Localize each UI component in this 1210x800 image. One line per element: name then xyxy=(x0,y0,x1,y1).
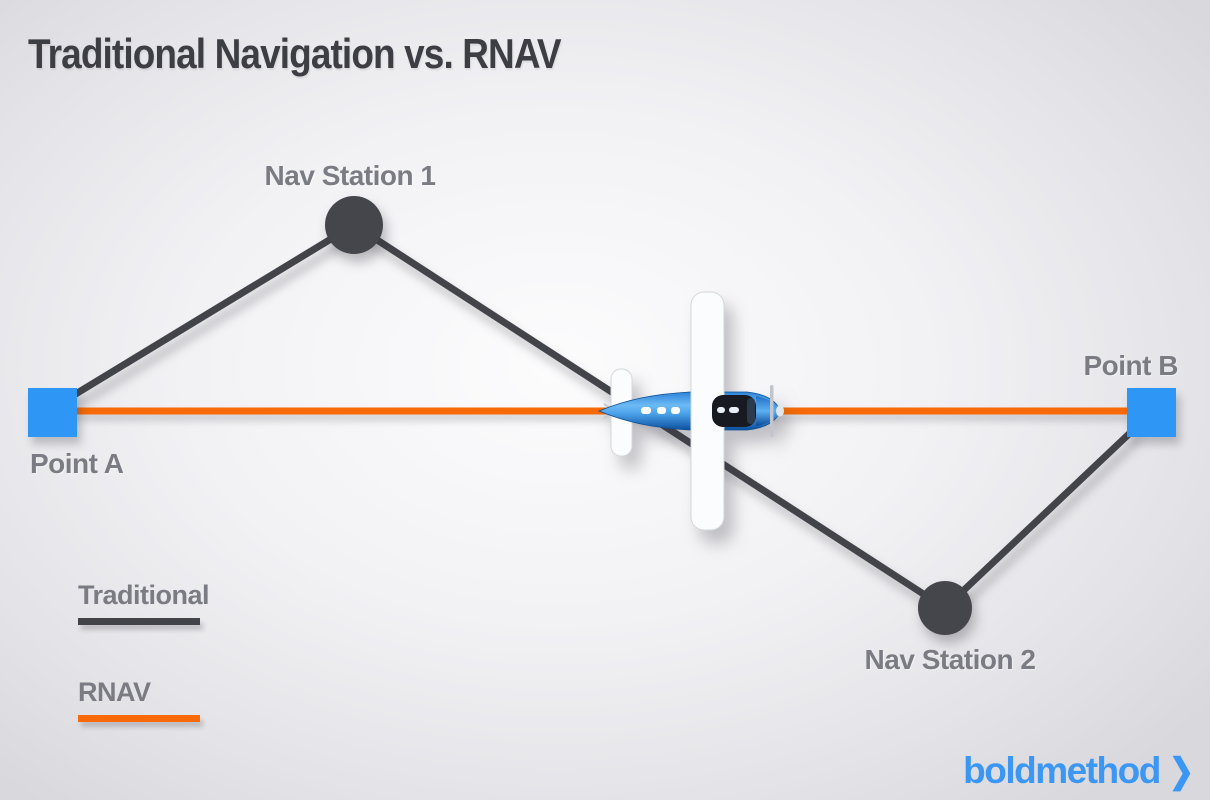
chevron-right-icon: ❯ xyxy=(1168,752,1194,790)
legend-item-traditional: Traditional xyxy=(78,580,210,625)
point-a-label: Point A xyxy=(30,448,124,479)
legend-rnav-swatch xyxy=(78,715,200,722)
nav-station-1-label: Nav Station 1 xyxy=(264,160,436,191)
point-b-label: Point B xyxy=(1083,350,1179,381)
legend-item-rnav: RNAV xyxy=(78,677,209,722)
legend: Traditional RNAV xyxy=(78,580,210,756)
point-a-marker xyxy=(28,388,77,437)
point-b-marker xyxy=(1127,388,1176,437)
nav-station-2-node xyxy=(918,581,972,635)
nav-station-2-label: Nav Station 2 xyxy=(864,644,1036,675)
legend-traditional-label: Traditional xyxy=(78,580,210,610)
page-title: Traditional Navigation vs. RNAV xyxy=(28,30,562,77)
brand-name: boldmethod xyxy=(963,750,1161,791)
legend-traditional-swatch xyxy=(78,618,200,625)
legend-rnav-label: RNAV xyxy=(78,677,151,707)
airplane-icon xyxy=(597,291,784,531)
traditional-route-line xyxy=(70,221,1134,612)
nav-station-1-node xyxy=(325,196,383,254)
brand-logo: boldmethod ❯ xyxy=(963,750,1194,792)
